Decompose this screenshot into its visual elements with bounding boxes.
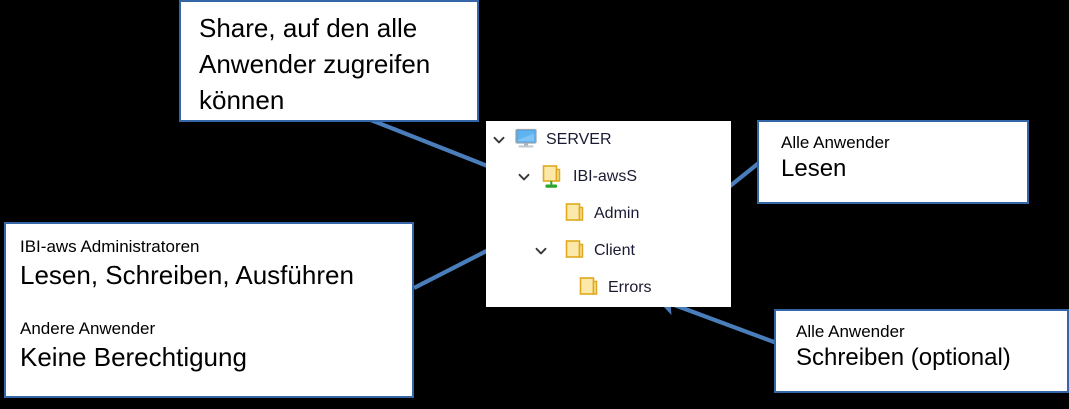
write-callout-value: Schreiben (optional) — [796, 344, 1011, 371]
explorer-tree: SERVER IBI-awsS — [486, 121, 731, 307]
tree-row[interactable]: Admin — [486, 195, 731, 232]
admins-group-permissions: IBI-aws Administratoren Lesen, Schreiben… — [20, 236, 412, 292]
write-callout: Alle Anwender Schreiben (optional) — [774, 309, 1069, 393]
tree-row[interactable]: Client — [486, 232, 731, 269]
shared-folder-icon — [541, 164, 563, 189]
admins-group2-value: Keine Berechtigung — [20, 342, 247, 372]
tree-row-label: Client — [594, 241, 635, 259]
admins-callout: IBI-aws Administratoren Lesen, Schreiben… — [4, 222, 414, 398]
read-callout-value: Lesen — [781, 155, 847, 182]
tree-row-label: IBI-awsS — [573, 167, 638, 185]
tree-row[interactable]: Errors — [486, 269, 731, 306]
read-callout-heading: Alle Anwender — [781, 133, 890, 152]
admins-group1-heading: IBI-aws Administratoren — [20, 237, 200, 256]
share-callout-line-2: Anwender zugreifen — [199, 49, 431, 79]
folder-icon — [564, 239, 586, 263]
tree-row-label: SERVER — [546, 130, 612, 148]
folder-icon — [564, 202, 586, 226]
tree-row[interactable]: IBI-awsS — [486, 158, 731, 195]
chevron-down-icon[interactable] — [517, 170, 531, 184]
folder-icon — [578, 276, 600, 300]
share-callout: Share, auf den alle Anwender zugreifen k… — [179, 0, 479, 122]
tree-row-label: Admin — [594, 204, 640, 222]
monitor-icon — [514, 128, 537, 152]
tree-row[interactable]: SERVER — [486, 121, 731, 158]
admins-group2-heading: Andere Anwender — [20, 319, 156, 338]
chevron-down-icon[interactable] — [492, 133, 506, 147]
read-callout: Alle Anwender Lesen — [757, 120, 1029, 204]
chevron-down-icon[interactable] — [534, 244, 548, 258]
share-callout-line-1: Share, auf den alle — [199, 13, 418, 43]
share-callout-line-3: können — [199, 85, 285, 115]
write-callout-heading: Alle Anwender — [796, 322, 905, 341]
tree-row-label: Errors — [608, 278, 652, 296]
admins-group1-value: Lesen, Schreiben, Ausführen — [20, 260, 354, 290]
others-group-permissions: Andere Anwender Keine Berechtigung — [20, 318, 412, 374]
